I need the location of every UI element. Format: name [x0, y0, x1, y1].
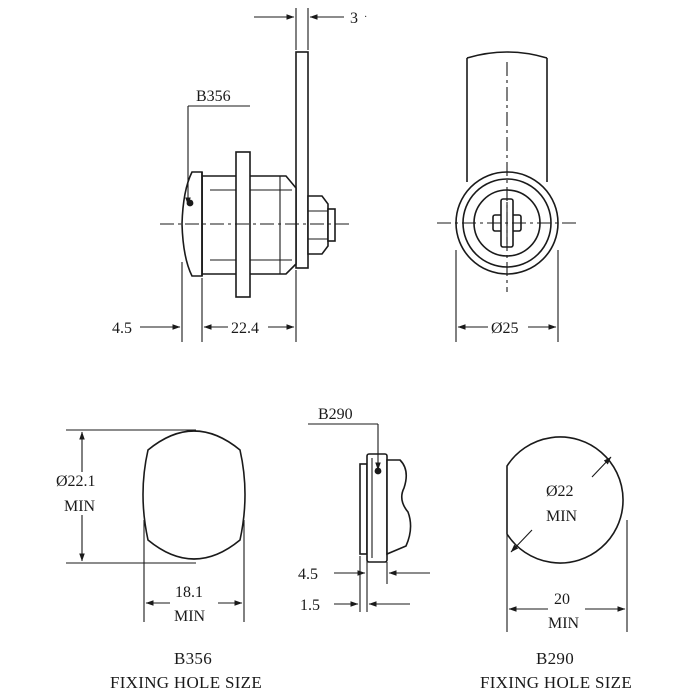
b290-body: [386, 459, 412, 556]
cam-nut: [307, 195, 329, 255]
dim-thickness-label: 3: [350, 10, 358, 27]
cam-arm-top: [466, 51, 548, 59]
b290-flange: [359, 463, 368, 555]
b290-caption-subtitle: FIXING HOLE SIZE: [480, 673, 632, 692]
b356-caption-subtitle: FIXING HOLE SIZE: [110, 673, 262, 692]
b290-width-label: 20: [554, 591, 570, 608]
b290-front-offset-label: 4.5: [298, 566, 318, 583]
b356-caption-title: B356: [174, 649, 212, 668]
b290-hole-outline: [506, 436, 624, 564]
b356-diameter-min-label: MIN: [64, 498, 96, 515]
b290-fixing-hole: Ø22 MIN 20 MIN B290 FIXING HOLE SIZE: [480, 436, 632, 692]
part-code-b356-label: B356: [196, 88, 231, 105]
b290-diameter-min-label: MIN: [546, 508, 578, 525]
b290-width-min-label: MIN: [548, 615, 580, 632]
b290-side-detail: B290 4.5 1.5: [298, 406, 430, 614]
dim-front-diameter-label: Ø25: [491, 320, 519, 337]
cam-arm: [295, 51, 309, 269]
dim-front-offset-label: 4.5: [112, 320, 132, 337]
b356-fixing-hole: Ø22.1 MIN 18.1 MIN B356 FIXING HOLE SIZE: [56, 429, 262, 692]
b356-hole-outline: [142, 430, 246, 560]
b356-width-label: 18.1: [175, 584, 203, 601]
dim-body-length-label: 22.4: [231, 320, 259, 337]
b290-caption-title: B290: [536, 649, 574, 668]
b356-diameter-label: Ø22.1: [56, 473, 96, 490]
b290-part-code-label: B290: [318, 406, 353, 423]
svg-text:·: ·: [364, 12, 367, 23]
cam-screw: [327, 208, 336, 242]
front-view: Ø25: [437, 51, 578, 342]
b290-diameter-label: Ø22: [546, 483, 574, 500]
b290-flange-label: 1.5: [300, 597, 320, 614]
b356-width-min-label: MIN: [174, 608, 206, 625]
side-view-b356: 3 · B356 4.5 22.4: [112, 8, 367, 342]
